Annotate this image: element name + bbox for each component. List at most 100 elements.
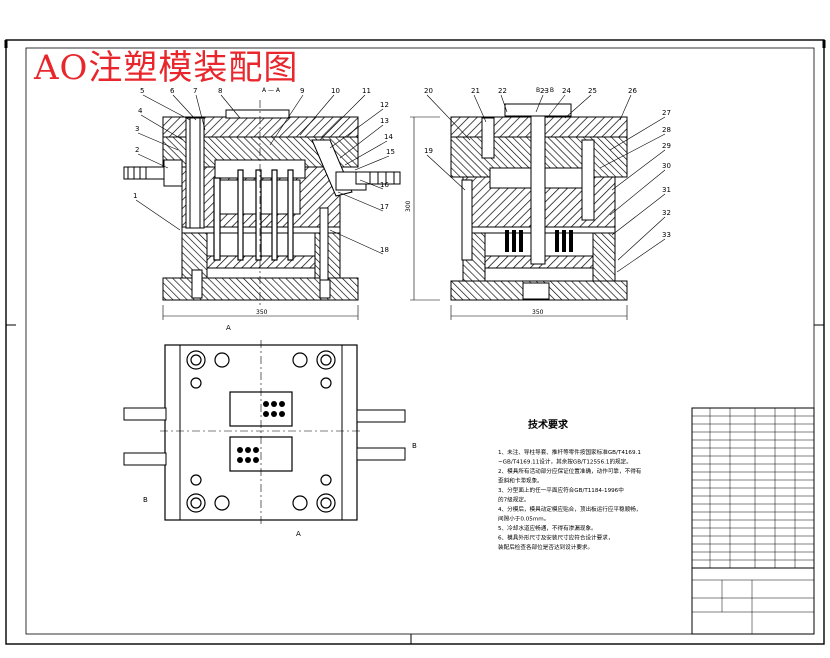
front-side-bolt-left	[123, 159, 183, 187]
tech-requirements-list: 1、未注、导柱导套、推杆等零件按国家标准GB/T4169.1 ~GB/T4169…	[498, 448, 642, 551]
tech-requirement-line: 歪斜和卡滞现象。	[498, 477, 543, 485]
part-number-label: 21	[471, 87, 480, 95]
leader-line	[619, 94, 632, 121]
leader-line	[135, 199, 181, 231]
part-number-label: 11	[362, 87, 371, 95]
tech-requirement-line: 4、分模后，模具动定模应贴合，顶出板运行应平稳顺畅，	[498, 505, 641, 513]
leader-line	[354, 155, 390, 171]
part-number-label: 18	[380, 246, 389, 254]
leader-line	[269, 94, 304, 146]
part-number-label: 14	[384, 133, 393, 141]
leader-line	[344, 140, 388, 166]
section-mark-a-top: A	[226, 324, 231, 332]
leader-line	[359, 179, 384, 190]
part-leaders	[135, 94, 666, 273]
part-number-label: 13	[380, 117, 389, 125]
part-number-label: 15	[386, 148, 395, 156]
leader-line	[140, 114, 184, 141]
side-height-dim: 300	[405, 200, 412, 212]
tech-requirement-line: 5、冷却水道应畅通，不得有渗漏现象。	[498, 524, 597, 532]
leader-line	[339, 124, 384, 159]
leader-line	[172, 94, 197, 121]
leader-line	[617, 216, 666, 261]
part-number-label: 24	[562, 87, 571, 95]
part-number-label: 1	[133, 192, 137, 200]
part-number-label: 6	[170, 87, 175, 95]
part-number-label: 2	[135, 146, 139, 154]
leader-line	[137, 132, 179, 151]
part-number-label: 8	[218, 87, 222, 95]
leader-line	[609, 169, 666, 216]
part-number-label: 3	[135, 125, 139, 133]
part-number-label: 9	[300, 87, 304, 95]
leader-line	[329, 229, 384, 255]
part-number-label: 17	[380, 203, 389, 211]
tech-requirement-line: 间隙小于0.05mm。	[498, 515, 549, 523]
section-mark-a-bottom: A	[296, 530, 301, 538]
part-number-label: 5	[140, 87, 144, 95]
part-number-label: 27	[662, 109, 671, 117]
section-mark-b-left: B	[143, 496, 148, 504]
tech-requirement-line: 的7级规定。	[498, 496, 530, 504]
part-number-label: 10	[331, 87, 340, 95]
tech-requirement-line: 1、未注、导柱导套、推杆等零件按国家标准GB/T4169.1	[498, 448, 641, 456]
leader-line	[142, 94, 191, 121]
leader-line	[426, 94, 471, 141]
front-view-label: A — A	[262, 87, 281, 94]
front-width-dim: 350	[256, 309, 268, 316]
part-number-label: 32	[662, 209, 671, 217]
part-number-label: 26	[628, 87, 637, 95]
tech-requirement-line: 2、模具所有活动部分应保证位置准确，动作可靠，不得有	[498, 467, 642, 475]
leader-line	[599, 133, 666, 169]
bom-table	[691, 407, 815, 569]
tech-requirement-line: 6、模具外形尺寸及安装尺寸应符合设计要求，	[498, 534, 613, 542]
side-width-dim: 350	[532, 309, 544, 316]
part-number-label: 33	[662, 231, 671, 239]
leader-line	[473, 94, 487, 123]
drawing-title: AO注塑模装配图	[34, 48, 299, 88]
front-section-view	[123, 100, 401, 320]
tech-requirement-line: 装配后检查各部位是否达到设计要求。	[498, 543, 593, 551]
part-number-label: 28	[662, 126, 671, 134]
part-number-label: 25	[588, 87, 597, 95]
leader-line	[609, 116, 666, 151]
part-number-label: 22	[498, 87, 507, 95]
section-mark-b-right: B	[412, 442, 417, 450]
part-number-label: 31	[662, 186, 671, 194]
leader-line	[220, 94, 241, 119]
leader-line	[546, 94, 566, 119]
tech-requirement-line: ~GB/T4169.11设计，其余按GB/T12556.1的规定。	[498, 458, 632, 466]
leader-line	[426, 154, 466, 191]
leader-line	[195, 94, 206, 131]
part-number-label: 29	[662, 142, 671, 150]
part-number-label: 4	[138, 107, 143, 115]
part-number-label: 16	[380, 181, 389, 189]
front-side-bolt-right	[355, 171, 401, 185]
leader-line	[500, 94, 508, 113]
part-number-label: 30	[662, 162, 671, 170]
part-number-label: 19	[424, 147, 433, 155]
outer-border	[5, 39, 825, 645]
tech-requirements-heading: 技术要求	[528, 418, 569, 431]
tech-requirement-line: 3、分型面上的任一平面应符合GB/T1184-1996中	[498, 486, 624, 494]
inner-frame	[25, 47, 815, 635]
leader-line	[137, 153, 169, 169]
leader-line	[611, 193, 666, 236]
leader-line	[299, 94, 335, 136]
leader-line	[564, 94, 592, 119]
side-view-label: B — B	[536, 87, 554, 94]
part-number-label: 23	[540, 87, 549, 95]
part-number-label: 7	[193, 87, 197, 95]
title-block	[691, 567, 815, 635]
leader-line	[611, 149, 666, 191]
leader-line	[616, 238, 666, 273]
part-number-label: 20	[424, 87, 433, 95]
part-number-label: 12	[380, 101, 389, 109]
leader-line	[319, 94, 366, 141]
side-section-view	[410, 103, 628, 320]
plan-view	[123, 340, 406, 525]
